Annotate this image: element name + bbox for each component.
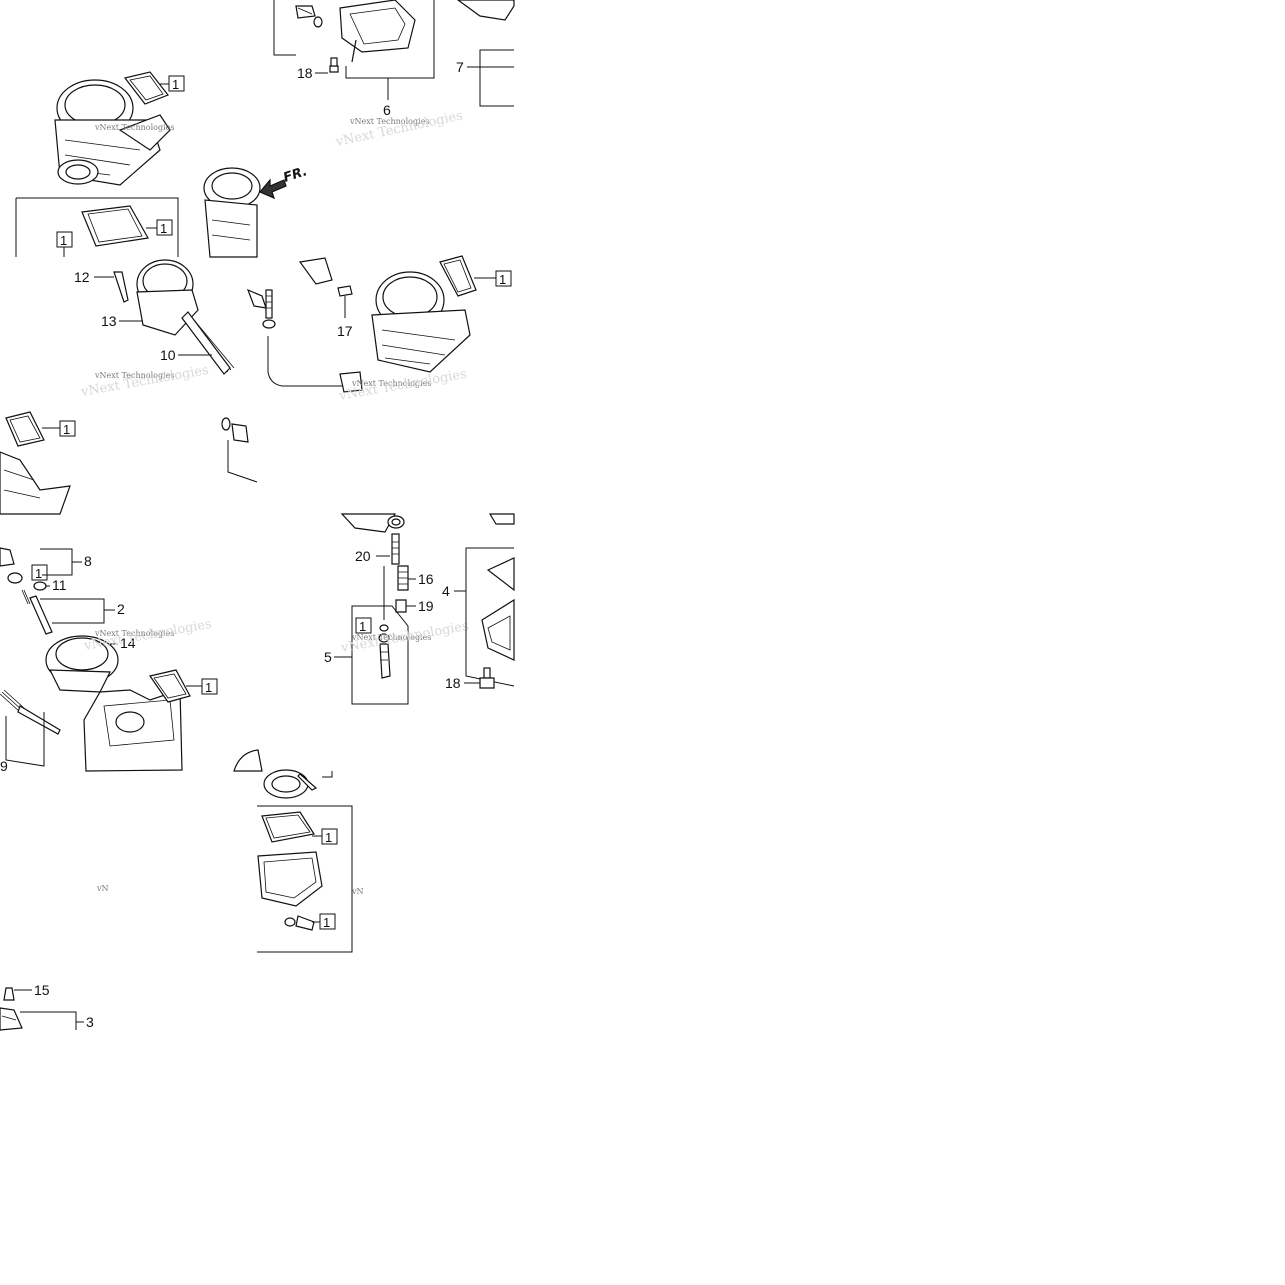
callout-box-1: 1 [160,75,185,92]
callout-6: 6 [383,78,391,118]
svg-text:1: 1 [172,77,179,92]
svg-text:1: 1 [325,830,332,845]
float-bowl-group-right: 4 18 [442,513,515,691]
watermark: vNext Technologies [349,117,429,126]
svg-text:15: 15 [34,982,50,998]
svg-text:1: 1 [499,272,506,287]
float-chamber-group [273,0,435,79]
svg-text:12: 12 [74,269,90,285]
watermark: vNext Technologies [94,629,174,638]
svg-text:3: 3 [86,1014,94,1030]
svg-text:1: 1 [160,221,167,236]
svg-text:18: 18 [297,65,313,81]
watermark-ghost: vNext Technologies [334,108,464,150]
gasket-kit-group: 1 1 [15,197,179,257]
svg-text:6: 6 [383,102,391,118]
svg-text:FR.: FR. [282,164,310,186]
svg-text:1: 1 [60,233,67,248]
watermark: vNext Technologies [94,123,174,132]
svg-text:1: 1 [205,680,212,695]
watermark: vNext Technologies [351,379,431,388]
carburetor-partial-right [203,167,261,258]
carburetor-assembly-top-left [54,71,171,186]
svg-text:1: 1 [359,619,366,634]
svg-text:1: 1 [35,566,42,581]
svg-text:10: 10 [160,347,176,363]
carburetor-with-cable: 17 1 [246,255,512,393]
svg-text:16: 16 [418,571,434,587]
needle-and-slide-group: 8 1 11 2 14 1 9 [0,547,218,774]
top-cap-and-spring: 12 13 10 [74,259,235,375]
svg-text:19: 19 [418,598,434,614]
front-direction-arrow: FR. [259,164,310,200]
watermark-fragment: vN [351,887,364,896]
svg-text:1: 1 [63,422,70,437]
jet-partial [221,417,258,483]
svg-text:5: 5 [324,649,332,665]
float-bowl-lower: 1 1 [233,749,353,953]
gasket-partial-left: 1 [0,411,76,515]
svg-text:13: 13 [101,313,117,329]
svg-text:2: 2 [117,601,125,617]
svg-text:14: 14 [120,635,136,651]
watermark: vNext Technologies [94,371,174,380]
svg-text:20: 20 [355,548,371,564]
callout-15-and-3: 15 3 [0,982,94,1031]
svg-text:7: 7 [456,59,464,75]
watermark: vNext Technologies [351,633,431,642]
pilot-screw-group: 20 16 19 1 5 [324,513,434,705]
svg-text:1: 1 [323,915,330,930]
svg-text:11: 11 [52,577,67,593]
callout-7: 7 [456,0,515,107]
callout-18-top: 18 [297,57,339,81]
watermark-ghost: vNext Technologies [79,363,210,400]
svg-text:8: 8 [84,553,92,569]
svg-text:17: 17 [337,323,353,339]
svg-text:9: 9 [0,758,8,774]
svg-text:4: 4 [442,583,450,599]
watermark-fragment: vN [96,884,109,893]
watermark-ghost: vNext Technologies [82,617,213,654]
svg-text:18: 18 [445,675,461,691]
